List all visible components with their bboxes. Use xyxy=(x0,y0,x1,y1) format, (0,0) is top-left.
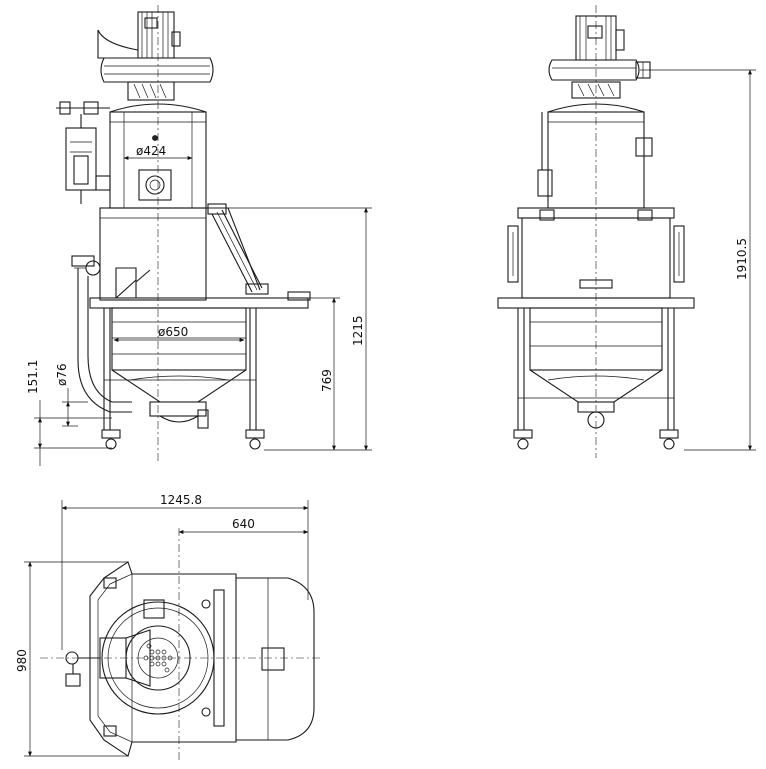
dim-center-offset: 640 xyxy=(178,517,309,534)
dim-total-width: 1245.8 xyxy=(61,493,309,650)
side-filter-tank xyxy=(537,103,653,209)
dim-hopper-diameter: ø650 xyxy=(113,325,245,342)
dim-top-height-label: 1215 xyxy=(351,315,365,346)
dim-tank-diameter-label: ø424 xyxy=(136,144,166,158)
dim-hopper-diameter-label: ø650 xyxy=(158,325,188,339)
dim-pipe-diameter: ø76 xyxy=(55,363,70,427)
side-hopper xyxy=(529,307,663,429)
dim-total-depth: 980 xyxy=(15,561,128,757)
dim-outlet-height: 151.1 xyxy=(26,360,42,466)
dim-total-height: 1910.5 xyxy=(735,69,752,451)
front-motor xyxy=(137,11,181,59)
front-filter-tank xyxy=(109,103,207,209)
front-inclined-tube xyxy=(207,203,269,295)
top-view: 1245.8 640 980 xyxy=(15,493,322,760)
dim-tank-diameter: ø424 xyxy=(123,144,193,160)
top-outer-frame xyxy=(89,561,237,757)
front-conveying-pipe xyxy=(71,255,132,413)
side-motor xyxy=(575,15,625,61)
dim-top-height: 1215 xyxy=(351,207,368,451)
top-air-valve xyxy=(65,651,100,687)
dim-total-depth-label: 980 xyxy=(15,649,29,672)
dim-outlet-height-label: 151.1 xyxy=(26,360,40,394)
front-air-valve xyxy=(56,101,111,204)
top-fan-grille xyxy=(143,643,173,673)
side-view: 1910.5 xyxy=(497,5,756,458)
front-body xyxy=(74,203,269,301)
dim-frame-height: 769 xyxy=(320,297,336,451)
top-tank-circle xyxy=(101,601,215,715)
front-hopper xyxy=(111,307,247,429)
front-view: ø424 ø650 151.1 ø76 xyxy=(26,5,372,466)
dim-center-offset-label: 640 xyxy=(232,517,255,531)
side-blower xyxy=(548,59,651,99)
dim-frame-height-label: 769 xyxy=(320,369,334,392)
top-right-housing xyxy=(201,577,315,741)
side-frame xyxy=(513,308,679,450)
top-blower xyxy=(99,599,173,687)
dim-pipe-diameter-label: ø76 xyxy=(55,363,69,386)
dim-total-height-label: 1910.5 xyxy=(735,238,749,280)
dim-total-width-label: 1245.8 xyxy=(160,493,202,507)
front-blower xyxy=(97,29,214,101)
